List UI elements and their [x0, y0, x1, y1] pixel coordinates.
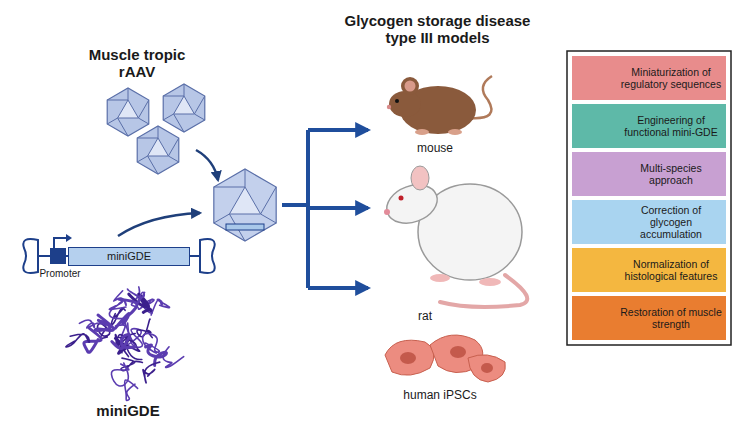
caption-label: Promoter [28, 268, 92, 280]
feature-band: Correction of glycogen accumulation [572, 200, 726, 244]
branch-arrows [282, 130, 368, 288]
feature-band: Normalization of histological features [572, 248, 726, 292]
capsid [107, 88, 149, 136]
protein-structure [66, 287, 184, 400]
caption-label: Muscle tropic rAAV [72, 46, 202, 81]
caption-label: miniGDE [78, 402, 178, 419]
caption-label: rat [405, 310, 445, 324]
caption-label: human iPSCs [380, 389, 500, 403]
feature-band: Miniaturization of regulatory sequences [572, 56, 726, 100]
ipsc-cells [385, 335, 505, 382]
caption-label: mouse [395, 142, 475, 156]
capsid [137, 126, 179, 174]
feature-band: Restoration of muscle strength [572, 296, 726, 340]
rat-figure [381, 166, 527, 307]
feature-band: Multi-species approach [572, 152, 726, 196]
feature-text: Engineering of functional mini-GDE [620, 114, 722, 138]
mouse-figure [387, 76, 492, 135]
feature-band: Engineering of functional mini-GDE [572, 104, 726, 148]
feature-text: Normalization of histological features [620, 258, 722, 282]
feature-text: Multi-species approach [620, 162, 722, 186]
rAAV-capsids [107, 84, 276, 241]
capsid [163, 84, 205, 132]
figure-title: Glycogen storage disease type III models [330, 12, 545, 47]
panel-frame [567, 51, 731, 345]
capsid [214, 169, 276, 241]
transgene-name: miniGDE [107, 250, 151, 263]
vector-construct [23, 234, 214, 273]
transgene-box: miniGDE [68, 247, 190, 266]
feature-text: Restoration of muscle strength [620, 306, 722, 330]
feature-text: Miniaturization of regulatory sequences [620, 66, 722, 90]
feature-text: Correction of glycogen accumulation [620, 204, 722, 240]
